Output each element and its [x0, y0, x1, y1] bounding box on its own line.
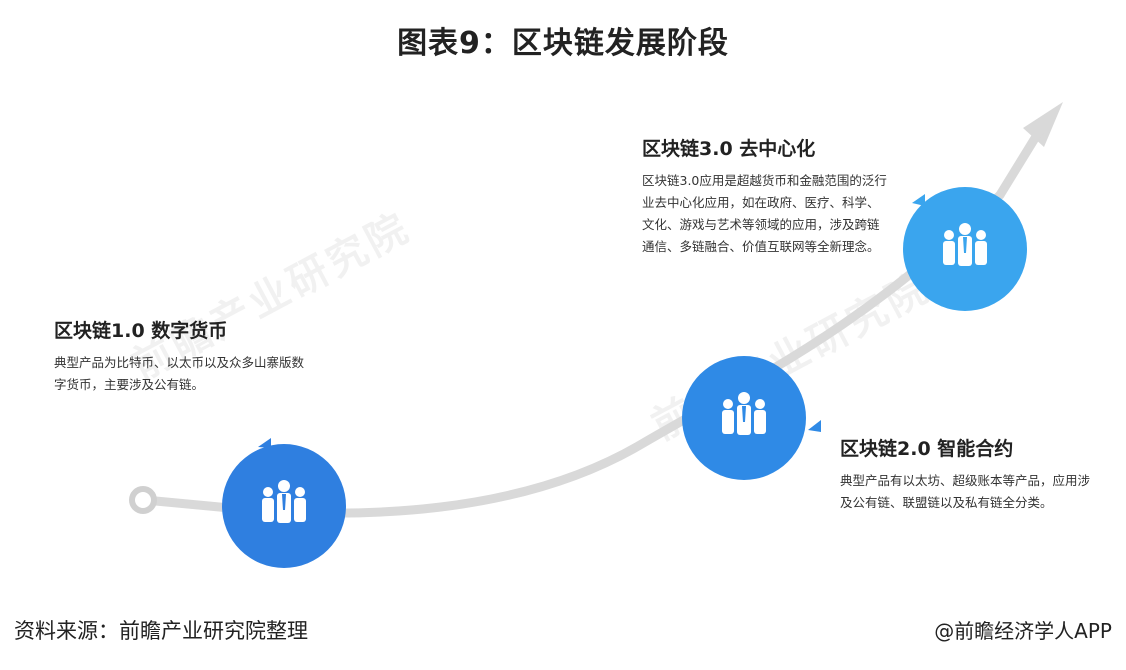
credit-note: @前瞻经济学人APP	[934, 619, 1112, 643]
source-note: 资料来源：前瞻产业研究院整理	[14, 619, 308, 643]
stage-1-title: 区块链1.0 数字货币	[54, 320, 228, 342]
stage-3-marker	[912, 194, 925, 206]
stage-2-marker	[808, 420, 821, 432]
people-group-icon	[722, 392, 766, 435]
people-group-icon	[943, 223, 987, 266]
stage-2-title: 区块链2.0 智能合约	[840, 438, 1014, 460]
stage-1-marker	[258, 438, 271, 448]
stage-3-title: 区块链3.0 去中心化	[642, 138, 816, 160]
timeline-curve	[140, 190, 1005, 518]
stage-3-description: 区块链3.0应用是超越货币和金融范围的泛行业去中心化应用，如在政府、医疗、科学、…	[642, 173, 887, 254]
stage-2-description: 典型产品有以太坊、超级账本等产品，应用涉及公有链、联盟链以及私有链全分类。	[840, 473, 1091, 510]
stage-1-description: 典型产品为比特币、以太币以及众多山寨版数字货币，主要涉及公有链。	[54, 355, 305, 392]
timeline-start-node	[129, 486, 157, 514]
people-group-icon	[262, 480, 306, 523]
page-title: 图表9：区块链发展阶段	[397, 26, 729, 61]
